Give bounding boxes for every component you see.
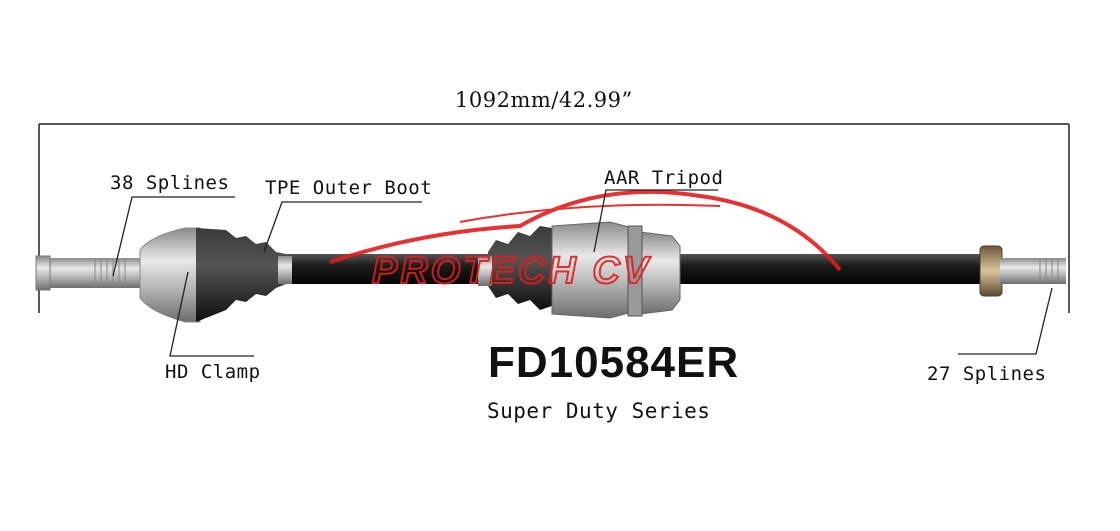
callout-leaders	[112, 189, 1053, 357]
outer-cv-housing	[139, 227, 201, 323]
part-number: FD10584ER	[488, 338, 740, 387]
series-label: Super Duty Series	[487, 399, 711, 423]
overall-length-label: 1092mm/42.99”	[455, 88, 633, 112]
inner-splines-label: 27 Splines	[927, 363, 1047, 385]
protech-cv-watermark: PROTECH CV	[329, 189, 842, 293]
tripod-label: AAR Tripod	[604, 167, 724, 189]
clamp-label: HD Clamp	[165, 361, 261, 383]
inner-boot	[478, 226, 552, 310]
outer-stub-shaft	[35, 255, 155, 291]
outer-boot	[196, 228, 292, 322]
inner-stub-shaft	[979, 245, 1066, 297]
svg-text:PROTECH CV: PROTECH CV	[372, 250, 651, 292]
tripod-band	[627, 225, 643, 317]
outer-boot-label: TPE Outer Boot	[265, 177, 433, 199]
outer-splines-label: 38 Splines	[110, 172, 230, 194]
